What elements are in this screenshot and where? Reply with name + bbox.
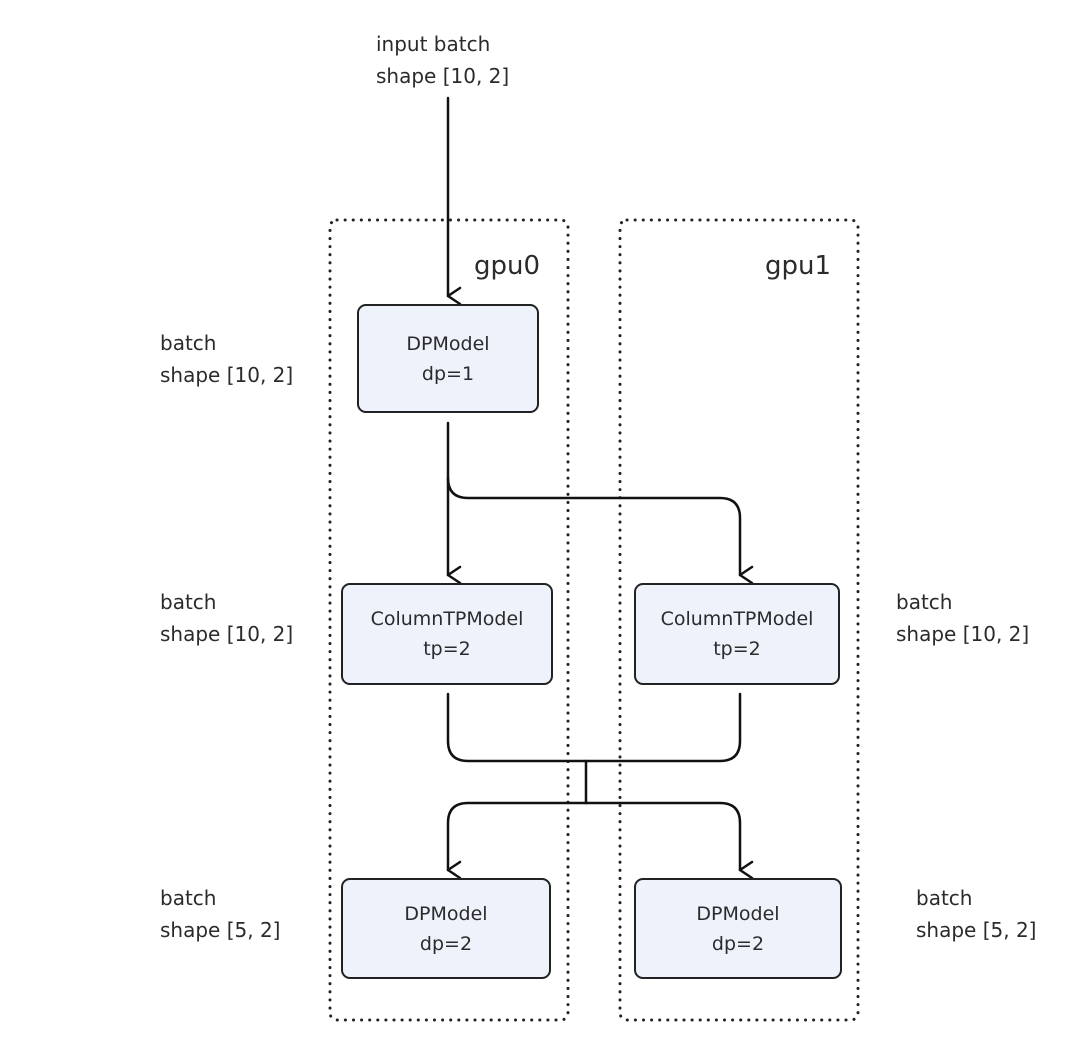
batch-label-mid-right: batch shape [10, 2] [896,586,1029,650]
tp-merge-line [446,692,742,763]
column-tp-model-left-name: ColumnTPModel [370,608,524,630]
dp-model-top-name: DPModel [406,332,490,355]
batch-label-mid-left: batch shape [10, 2] [160,586,293,650]
split-to-dp-right-arrow [584,801,754,880]
batch-label-top-left-line2: shape [10, 2] [160,363,294,387]
input-label-line1: input batch [376,32,491,56]
dp-model-left-node[interactable]: DPModel dp=2 [341,878,551,979]
input-label-line2: shape [10, 2] [376,64,510,88]
split-to-dp-left-arrow [446,801,588,880]
batch-label-bottom-left-line1: batch [160,886,217,910]
gpu1-label: gpu1 [765,251,832,281]
batch-label-bottom-right-line2: shape [5, 2] [916,918,1037,942]
column-tp-model-left-param: tp=2 [423,638,471,660]
dp-model-left-name: DPModel [404,902,488,925]
dp-model-right-node[interactable]: DPModel dp=2 [634,878,842,979]
batch-label-mid-left-line2: shape [10, 2] [160,622,294,646]
batch-label-mid-left-line1: batch [160,590,217,614]
gpu1-region [618,218,860,1022]
batch-label-mid-right-line2: shape [10, 2] [896,622,1030,646]
batch-label-mid-right-line1: batch [896,590,953,614]
column-tp-model-right-param: tp=2 [713,638,761,660]
gpu0-label: gpu0 [474,251,541,281]
column-tp-model-right-name: ColumnTPModel [660,608,814,630]
dp-model-top-node[interactable]: DPModel dp=1 [357,304,539,413]
dp-model-left-param: dp=2 [419,932,473,955]
dp-to-tp-right-arrow [446,476,754,585]
dp-model-right-name: DPModel [696,902,780,925]
batch-label-bottom-left: batch shape [5, 2] [160,882,280,946]
dp-model-right-param: dp=2 [711,932,765,955]
column-tp-model-right-node[interactable]: ColumnTPModel tp=2 [634,583,840,685]
batch-label-bottom-left-line2: shape [5, 2] [160,918,281,942]
batch-label-top-left: batch shape [10, 2] [160,327,293,391]
column-tp-model-left-node[interactable]: ColumnTPModel tp=2 [341,583,553,685]
batch-label-bottom-right-line1: batch [916,886,973,910]
batch-label-bottom-right: batch shape [5, 2] [916,882,1036,946]
batch-label-top-left-line1: batch [160,331,217,355]
input-label: input batch shape [10, 2] [376,28,509,92]
dp-model-top-param: dp=1 [421,362,475,385]
